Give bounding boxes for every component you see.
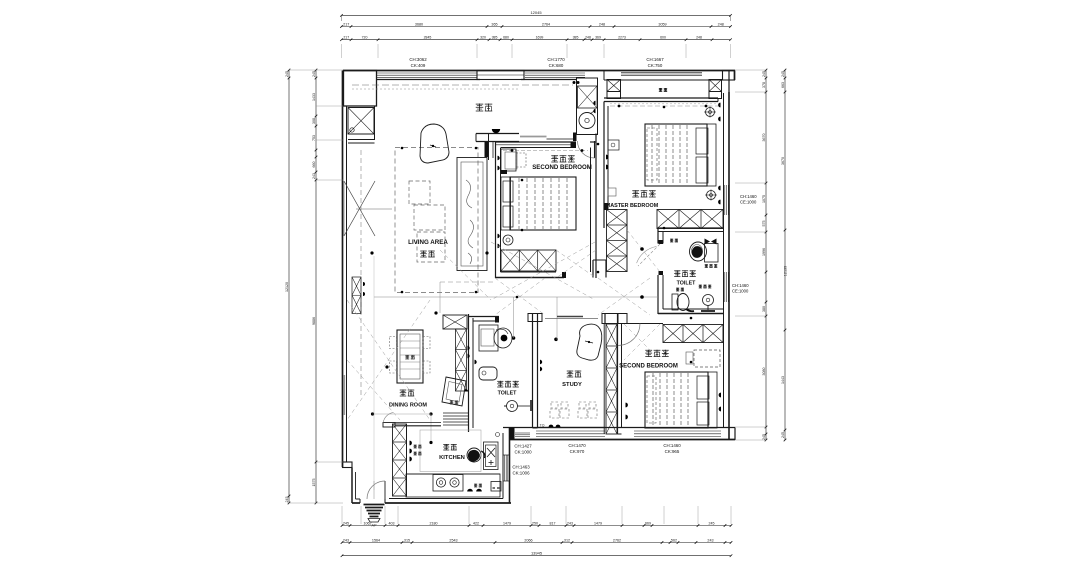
svg-text:422: 422 [473, 521, 479, 525]
svg-text:DINING ROOM: DINING ROOM [389, 403, 427, 409]
svg-text:CH:3062: CH:3062 [409, 57, 427, 62]
svg-text:12045: 12045 [530, 10, 542, 15]
svg-text:TQ: TQ [540, 424, 545, 428]
svg-text:720: 720 [362, 36, 368, 40]
svg-text:1433: 1433 [312, 93, 316, 101]
svg-text:380: 380 [762, 306, 766, 312]
svg-text:243: 243 [343, 538, 349, 542]
svg-text:245: 245 [312, 71, 316, 77]
svg-text:245: 245 [343, 521, 349, 525]
svg-text:3670: 3670 [762, 134, 766, 142]
svg-text:245: 245 [762, 434, 766, 440]
svg-text:2066: 2066 [524, 538, 532, 542]
svg-text:245: 245 [781, 432, 785, 438]
svg-text:CK:1000: CK:1000 [514, 450, 532, 455]
svg-text:3059: 3059 [658, 22, 666, 26]
svg-text:1075: 1075 [762, 195, 766, 203]
svg-text:SECOND BEDROOM: SECOND BEDROOM [532, 164, 592, 171]
svg-text:LIVING AREA: LIVING AREA [408, 239, 448, 246]
svg-text:1479: 1479 [503, 521, 511, 525]
svg-text:245: 245 [781, 71, 785, 77]
svg-text:CK:965: CK:965 [665, 449, 680, 454]
svg-text:1564: 1564 [372, 538, 380, 542]
svg-text:SECOND BEDROOM: SECOND BEDROOM [619, 364, 678, 370]
svg-text:3680: 3680 [415, 22, 423, 26]
svg-text:320: 320 [480, 36, 486, 40]
svg-text:1062: 1062 [364, 521, 372, 525]
svg-text:1443: 1443 [781, 376, 785, 384]
svg-text:369: 369 [595, 36, 601, 40]
svg-text:TOILET: TOILET [677, 281, 697, 287]
svg-text:12139: 12139 [784, 266, 788, 277]
svg-text:248: 248 [599, 22, 605, 26]
svg-text:3670: 3670 [781, 157, 785, 165]
svg-text:TOILET: TOILET [498, 391, 518, 397]
svg-text:1575: 1575 [312, 479, 316, 487]
svg-text:315: 315 [404, 538, 410, 542]
svg-text:385: 385 [492, 36, 498, 40]
svg-text:MASTER BEDROOM: MASTER BEDROOM [606, 203, 659, 209]
svg-text:385: 385 [573, 36, 579, 40]
svg-text:1699: 1699 [536, 36, 544, 40]
svg-text:12120: 12120 [285, 282, 289, 292]
svg-text:753: 753 [312, 135, 316, 141]
svg-text:CH:1667: CH:1667 [646, 57, 664, 62]
svg-text:2845: 2845 [424, 36, 432, 40]
svg-text:245: 245 [285, 497, 289, 503]
svg-text:217: 217 [343, 36, 349, 40]
svg-text:9886: 9886 [312, 317, 316, 325]
svg-text:817: 817 [550, 521, 556, 525]
svg-text:243: 243 [707, 538, 713, 542]
svg-text:CK:750: CK:750 [648, 63, 663, 68]
svg-text:308: 308 [312, 118, 316, 124]
svg-text:243: 243 [312, 173, 316, 179]
svg-text:660: 660 [312, 162, 316, 168]
svg-text:CH:1770: CH:1770 [547, 57, 565, 62]
svg-text:245: 245 [709, 521, 715, 525]
svg-text:250: 250 [532, 521, 538, 525]
svg-text:562: 562 [671, 538, 677, 542]
svg-text:680: 680 [503, 36, 509, 40]
svg-text:1479: 1479 [594, 521, 602, 525]
svg-text:248: 248 [718, 22, 724, 26]
svg-text:CH:1460: CH:1460 [663, 443, 681, 448]
svg-text:CH:1460: CH:1460 [740, 194, 757, 199]
svg-text:2762: 2762 [613, 538, 621, 542]
svg-text:312: 312 [564, 538, 570, 542]
svg-text:245: 245 [285, 71, 289, 77]
svg-text:1996: 1996 [762, 248, 766, 256]
svg-text:245: 245 [762, 71, 766, 77]
svg-text:CK:970: CK:970 [570, 449, 585, 454]
svg-text:378: 378 [762, 82, 766, 88]
svg-text:3080: 3080 [762, 368, 766, 376]
svg-text:2180: 2180 [430, 521, 438, 525]
svg-text:575: 575 [762, 221, 766, 227]
svg-text:CH:1427: CH:1427 [514, 444, 532, 449]
svg-text:248: 248 [696, 36, 702, 40]
svg-text:243: 243 [567, 521, 573, 525]
svg-text:CK:409: CK:409 [411, 63, 426, 68]
svg-text:CH:1463: CH:1463 [512, 465, 530, 470]
svg-text:663: 663 [781, 82, 785, 88]
svg-text:365: 365 [491, 22, 497, 26]
svg-text:13945: 13945 [531, 551, 543, 556]
svg-text:248: 248 [585, 36, 591, 40]
svg-text:2273: 2273 [618, 36, 626, 40]
svg-text:2543: 2543 [449, 538, 457, 542]
svg-text:CK:680: CK:680 [549, 63, 564, 68]
svg-text:CK:1006: CK:1006 [512, 471, 530, 476]
svg-text:KITCHEN: KITCHEN [439, 455, 465, 461]
svg-text:2764: 2764 [542, 22, 550, 26]
svg-text:600: 600 [660, 36, 666, 40]
svg-text:CE:1000: CE:1000 [732, 289, 749, 294]
svg-text:403: 403 [389, 521, 395, 525]
svg-text:STUDY: STUDY [562, 382, 582, 388]
svg-text:CH:1470: CH:1470 [568, 443, 586, 448]
svg-text:669: 669 [645, 521, 651, 525]
svg-text:217: 217 [343, 22, 349, 26]
svg-text:CH:1460: CH:1460 [732, 283, 749, 288]
svg-text:CE:1000: CE:1000 [740, 200, 757, 205]
